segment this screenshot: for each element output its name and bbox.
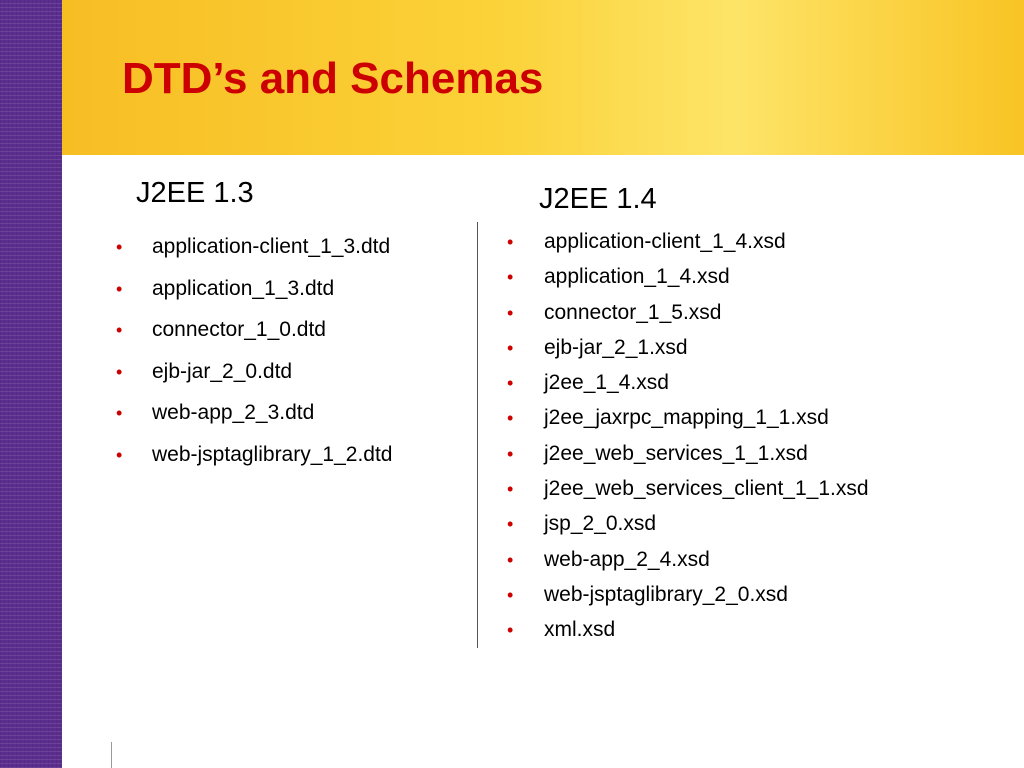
footer-tick-mark	[111, 742, 112, 768]
list-item: • jsp_2_0.xsd	[507, 509, 869, 544]
list-item-label: application-client_1_3.dtd	[152, 235, 391, 258]
bullet-icon: •	[507, 620, 514, 641]
bullet-icon: •	[507, 584, 514, 605]
list-item: • application-client_1_4.xsd	[507, 227, 869, 262]
list-item: • ejb-jar_2_0.dtd	[116, 357, 392, 399]
list-item: • application-client_1_3.dtd	[116, 232, 392, 274]
list-item: • j2ee_web_services_client_1_1.xsd	[507, 474, 869, 509]
list-item-label: connector_1_0.dtd	[152, 318, 326, 342]
bullet-icon: •	[116, 320, 123, 341]
list-item-label: j2ee_1_4.xsd	[544, 371, 669, 395]
list-item: • application_1_4.xsd	[507, 262, 869, 297]
column-heading-j2ee-1-3: J2EE 1.3	[136, 177, 254, 209]
list-item-label: web-app_2_4.xsd	[544, 547, 710, 571]
j2ee-1-3-file-list: • application-client_1_3.dtd • application…	[116, 232, 393, 482]
list-item-label: ejb-jar_2_1.xsd	[544, 335, 688, 359]
bullet-icon: •	[116, 361, 123, 382]
bullet-icon: •	[116, 278, 123, 299]
bullet-icon: •	[507, 479, 514, 500]
list-item-label: j2ee_web_services_1_1.xsd	[544, 441, 808, 465]
bullet-icon: •	[507, 373, 514, 394]
list-item: • xml.xsd	[507, 615, 869, 650]
left-decorative-bar	[0, 0, 62, 768]
list-item: • j2ee_web_services_1_1.xsd	[507, 439, 869, 474]
bullet-icon: •	[507, 337, 514, 358]
j2ee-1-4-file-list: • application-client_1_4.xsd • application…	[507, 227, 869, 651]
bullet-icon: •	[507, 302, 514, 323]
bullet-icon: •	[116, 403, 123, 424]
list-item-label: web-app_2_3.dtd	[152, 401, 315, 425]
list-item-label: ejb-jar_2_0.dtd	[152, 359, 293, 383]
list-item-label: j2ee_jaxrpc_mapping_1_1.xsd	[544, 406, 829, 430]
list-item: • web-app_2_4.xsd	[507, 545, 869, 580]
list-item-label: application_1_3.dtd	[152, 276, 335, 300]
list-item-label: web-jsptaglibrary_1_2.dtd	[152, 442, 393, 466]
bullet-icon: •	[507, 549, 514, 570]
list-item: • web-jsptaglibrary_2_0.xsd	[507, 580, 869, 615]
bullet-icon: •	[116, 444, 123, 465]
bullet-icon: •	[507, 408, 514, 429]
column-heading-j2ee-1-4: J2EE 1.4	[539, 183, 657, 215]
list-item-label: application_1_4.xsd	[544, 265, 730, 289]
list-item-label: xml.xsd	[544, 618, 616, 642]
list-item: • connector_1_5.xsd	[507, 298, 869, 333]
bullet-icon: •	[507, 232, 514, 252]
bullet-icon: •	[507, 514, 514, 535]
list-item: • web-jsptaglibrary_1_2.dtd	[116, 440, 393, 482]
list-item: • j2ee_jaxrpc_mapping_1_1.xsd	[507, 403, 869, 438]
list-item: • ejb-jar_2_1.xsd	[507, 333, 869, 368]
list-item-label: j2ee_web_services_client_1_1.xsd	[544, 477, 869, 501]
bullet-icon: •	[507, 443, 514, 464]
header-band	[62, 0, 1024, 155]
list-item-label: jsp_2_0.xsd	[544, 512, 657, 536]
list-item-label: application-client_1_4.xsd	[544, 230, 786, 253]
column-divider	[477, 222, 478, 648]
bullet-icon: •	[116, 237, 123, 257]
list-item: • web-app_2_3.dtd	[116, 398, 392, 440]
bullet-icon: •	[507, 267, 514, 288]
list-item: • connector_1_0.dtd	[116, 315, 392, 357]
list-item-label: connector_1_5.xsd	[544, 300, 722, 324]
list-item: • application_1_3.dtd	[116, 274, 392, 316]
slide-title: DTD’s and Schemas	[122, 54, 544, 103]
list-item-label: web-jsptaglibrary_2_0.xsd	[544, 582, 788, 606]
list-item: • j2ee_1_4.xsd	[507, 368, 869, 403]
